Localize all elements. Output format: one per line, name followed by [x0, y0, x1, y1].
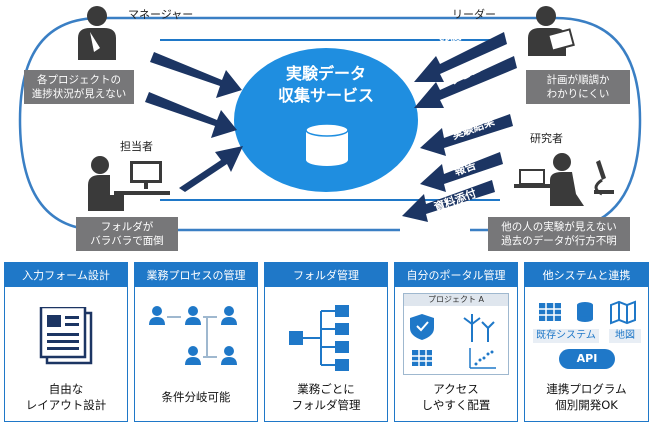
scatter-plot-icon — [469, 348, 496, 369]
tag-existing-system: 既存システム — [533, 329, 599, 343]
panel-process-management: 業務プロセスの管理 条件分岐可能 — [134, 262, 258, 422]
grid-table-icon — [539, 303, 561, 321]
api-badge: API — [559, 349, 615, 369]
process-flow-icon — [149, 306, 237, 365]
shield-icon — [410, 314, 434, 340]
arrow-theme — [150, 52, 242, 98]
issue-manager-line1: 各プロジェクトの — [37, 74, 121, 86]
panel-form-design-caption: 自由な レイアウト設計 — [25, 382, 107, 412]
issue-leader-line1: 計画が順調か — [546, 74, 610, 86]
panel-folder-management: フォルダ管理 業務ごとに フォルダ管理 — [264, 262, 388, 422]
panel-form-design: 入力フォーム設計 自由な レイアウト設計 — [4, 262, 128, 422]
arrow-review-left — [145, 92, 237, 138]
arrow-plan — [414, 32, 507, 82]
panel-portal-management-caption: アクセス しやすく配置 — [421, 382, 491, 412]
leader-person-icon — [528, 6, 575, 56]
issue-manager-line2: 進捗状況が見えない — [31, 88, 127, 100]
issue-researcher-line2: 過去のデータが行方不明 — [501, 235, 617, 247]
portal-window: プロジェクト A — [403, 293, 509, 375]
tag-map: 地図 — [609, 329, 641, 343]
role-researcher: 研究者 — [530, 132, 563, 145]
panel-system-integration-title: 他システムと連携 — [525, 263, 648, 287]
issue-researcher-line1: 他の人の実験が見えない — [501, 221, 617, 233]
role-manager: マネージャー — [128, 8, 194, 21]
panel-form-design-title: 入力フォーム設計 — [5, 263, 127, 287]
portal-window-title: プロジェクト A — [404, 294, 508, 306]
panel-folder-management-title: フォルダ管理 — [265, 263, 387, 287]
panel-portal-management: 自分のポータル管理 プロジェクト A アクセス しやすく配置 — [394, 262, 518, 422]
panel-folder-management-caption: 業務ごとに フォルダ管理 — [291, 382, 361, 412]
issue-staff-line2: バラバラで面倒 — [90, 235, 164, 247]
center-title-line1: 実験データ — [285, 64, 366, 83]
panel-process-management-caption: 条件分岐可能 — [161, 390, 231, 404]
form-document-icon — [39, 307, 93, 365]
researcher-person-icon — [514, 153, 614, 206]
integration-icons — [539, 300, 636, 325]
table-icon — [412, 350, 432, 366]
manager-person-icon — [78, 6, 116, 60]
panel-system-integration: 他システムと連携 既存システム 地図 API 連携プログラム 個別開発OK — [524, 262, 649, 422]
arrow-results — [420, 114, 513, 156]
role-staff: 担当者 — [120, 140, 153, 153]
staff-person-icon — [88, 156, 170, 211]
issue-box-manager: 各プロジェクトの 進捗状況が見えない — [24, 70, 134, 104]
role-leader: リーダー — [452, 8, 496, 21]
diagram-background — [18, 16, 642, 232]
portal-widgets — [410, 314, 496, 369]
panel-process-management-title: 業務プロセスの管理 — [135, 263, 257, 287]
arrow-review-right — [414, 56, 517, 108]
arrow-register — [179, 146, 243, 192]
folder-tree-icon — [289, 305, 349, 371]
issue-box-leader: 計画が順調か わかりにくい — [526, 70, 630, 104]
issue-box-researcher: 他の人の実験が見えない 過去のデータが行方不明 — [488, 217, 630, 251]
panel-portal-management-title: 自分のポータル管理 — [395, 263, 517, 287]
arrow-attach — [402, 180, 495, 222]
arrow-report — [420, 152, 503, 192]
panel-system-integration-caption: 連携プログラム 個別開発OK — [546, 382, 627, 412]
issue-leader-line2: わかりにくい — [546, 88, 610, 100]
center-service-ellipse — [234, 48, 418, 192]
issue-box-staff: フォルダが バラバラで面倒 — [76, 217, 178, 251]
map-icon — [610, 300, 636, 325]
center-title-line2: 収集サービス — [277, 86, 374, 105]
database-small-icon — [577, 302, 593, 322]
wind-turbine-icon — [463, 314, 495, 342]
loop-line-left — [18, 16, 400, 232]
issue-staff-line1: フォルダが — [100, 221, 154, 233]
